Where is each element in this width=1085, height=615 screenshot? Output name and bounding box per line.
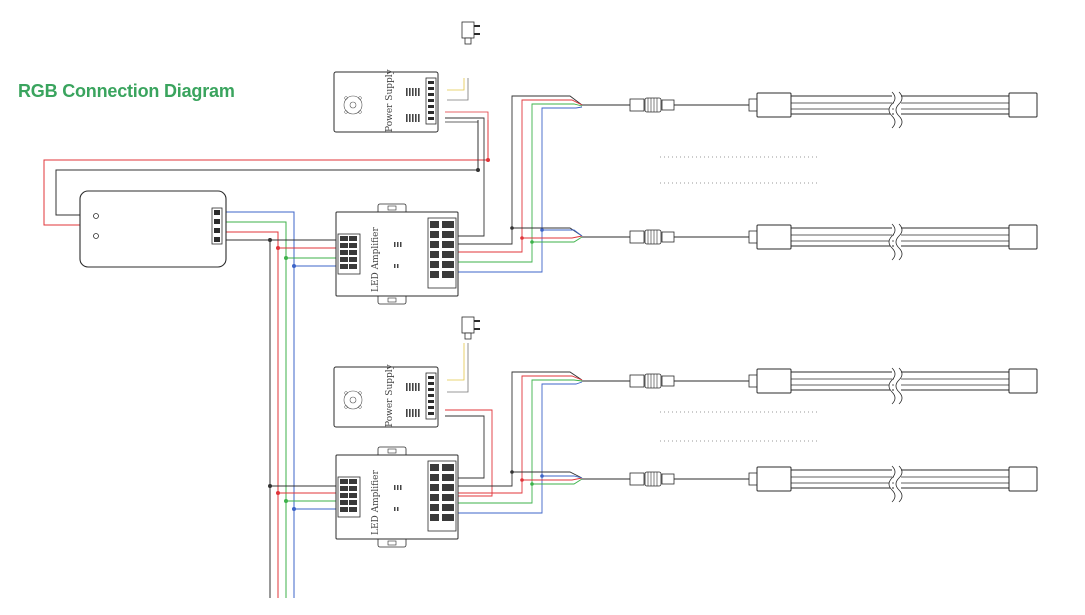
diagram-title: RGB Connection Diagram [18,81,235,101]
led-amplifier-2: LED Amplifier [335,446,459,548]
wire-bus-green [226,221,287,598]
led-amplifier-label: LED Amplifier [371,226,381,292]
led-amplifier-1: LED Amplifier [335,203,459,305]
wire-bus-red [226,231,279,598]
mains-plug-icon [461,21,481,45]
rgb-controller [79,190,227,268]
led-amplifier-label: LED Amplifier [371,469,381,535]
wire-controller-power-positive [43,120,489,226]
power-supply-2: Power Supply [333,363,439,428]
wire-controller-power-negative [55,120,479,216]
wire-bus-blue [226,211,295,598]
power-supply-label: Power Supply [385,68,395,132]
led-strip-3 [582,367,1038,405]
led-strip-4 [582,465,1038,503]
power-supply-1: Power Supply [333,68,439,133]
led-strip-1 [582,91,1038,129]
power-supply-label: Power Supply [385,363,395,427]
led-strip-2 [582,223,1038,261]
continuation-dots [660,156,820,442]
mains-plug-icon [461,316,481,340]
wire-bus-black [226,239,271,598]
